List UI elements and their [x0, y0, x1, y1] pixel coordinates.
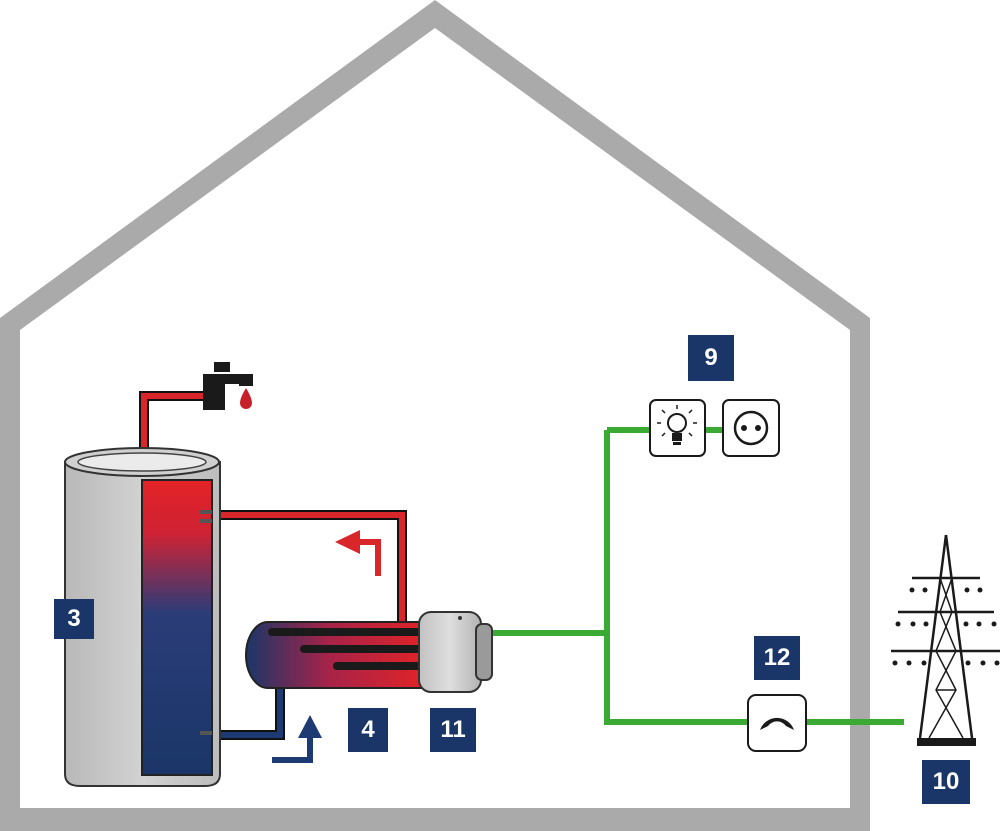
control-unit — [418, 611, 493, 693]
cold-water-pipe — [212, 672, 285, 740]
hot-water-pipes — [139, 391, 407, 625]
water-tap-icon — [203, 362, 253, 410]
power-lines — [490, 427, 904, 725]
label-grid: 10 — [922, 760, 970, 804]
power-socket-icon[interactable] — [722, 399, 780, 457]
label-control-unit: 11 — [430, 708, 476, 752]
power-pylon-icon — [891, 534, 1000, 746]
hot-flow-arrow — [335, 530, 381, 576]
label-storage-tank: 3 — [54, 599, 94, 639]
light-bulb-icon[interactable] — [649, 399, 706, 457]
meter-gauge-icon[interactable] — [747, 694, 807, 752]
label-consumers: 9 — [688, 335, 734, 381]
label-meter: 12 — [754, 636, 800, 680]
label-heat-pump: 4 — [348, 708, 388, 752]
heat-pump-cylinder — [245, 621, 429, 689]
cold-flow-arrow — [272, 715, 322, 763]
storage-tank — [64, 447, 221, 787]
